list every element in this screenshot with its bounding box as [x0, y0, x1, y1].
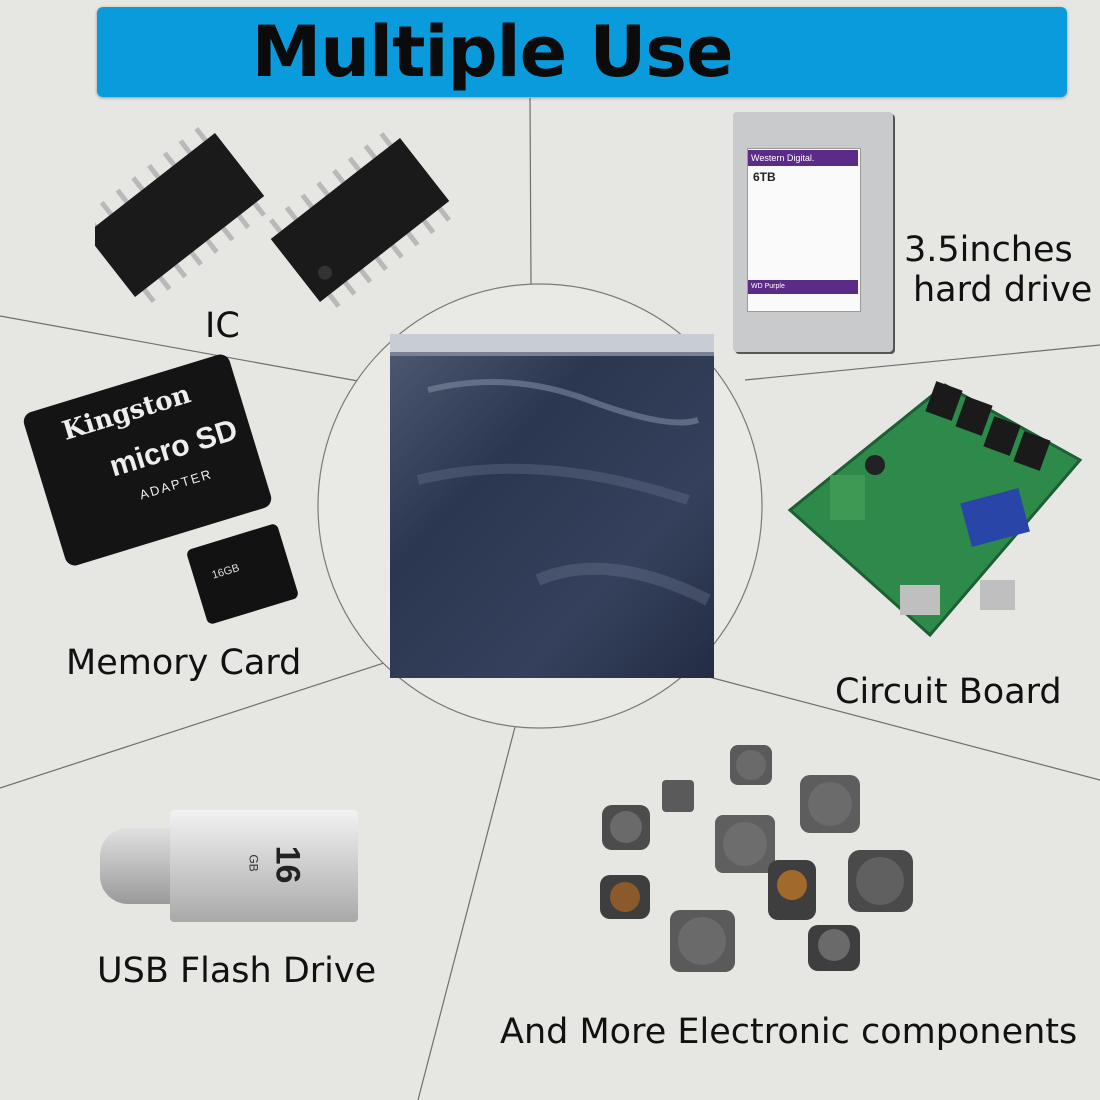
hard-drive-series: WD Purple: [748, 280, 858, 294]
ic-chips-image: [95, 127, 451, 308]
usb-unit: GB: [246, 854, 261, 872]
page-title: Multiple Use: [251, 11, 734, 93]
circuit-board-label: Circuit Board: [835, 672, 1062, 712]
circuit-board-image: [787, 381, 1083, 638]
usb-capacity: 16: [268, 845, 307, 884]
title-banner: Multiple Use: [97, 7, 1067, 97]
usb-flash-drive-image: 16 GB: [100, 810, 360, 922]
components-label: And More Electronic components: [500, 1012, 1078, 1052]
hard-drive-label-line1: 3.5inches: [904, 230, 1073, 270]
micro-sd-capacity: 16GB: [210, 561, 241, 582]
hard-drive-brand: Western Digital.: [748, 150, 858, 166]
hard-drive-image: Western Digital. 6TB WD Purple: [733, 112, 893, 352]
usb-flash-drive-label: USB Flash Drive: [97, 951, 377, 991]
ic-label: IC: [205, 306, 240, 346]
memory-card-label: Memory Card: [66, 643, 302, 683]
electronic-components-image: [600, 745, 913, 972]
hard-drive-capacity: 6TB: [753, 170, 776, 184]
anti-static-bag-image: [390, 334, 714, 678]
hard-drive-label-line2: hard drive: [913, 270, 1093, 310]
